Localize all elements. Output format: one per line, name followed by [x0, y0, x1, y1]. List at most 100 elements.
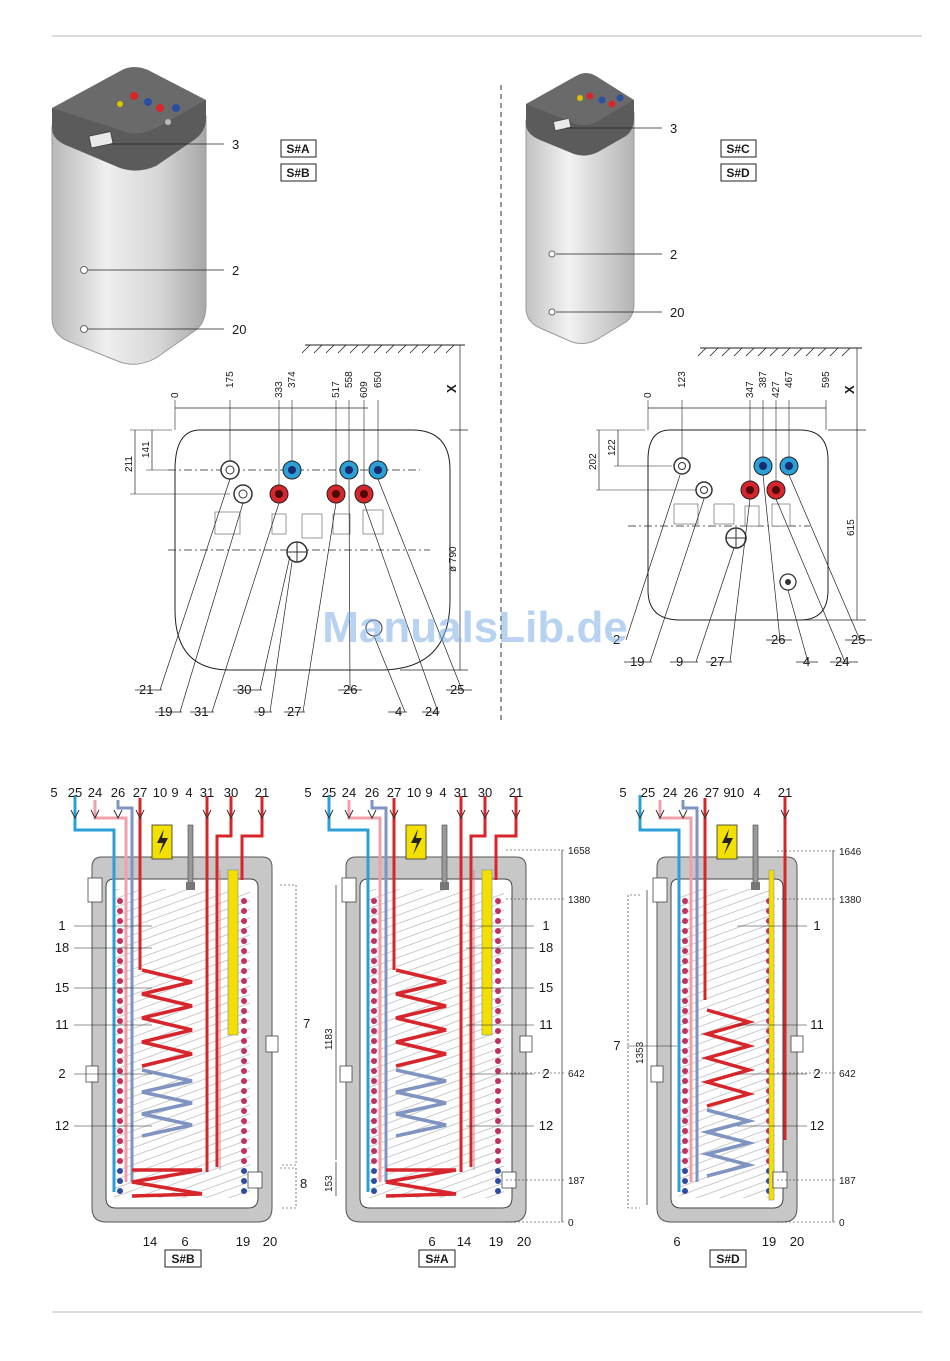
coil-dot	[241, 1158, 247, 1164]
coil-dot	[495, 948, 501, 954]
sensor-head	[440, 882, 449, 890]
coil-dot	[495, 1008, 501, 1014]
top-callout: 25	[68, 785, 82, 800]
callout-cd-19: 19	[630, 654, 644, 669]
flow-arrow	[678, 809, 688, 820]
dim-cd-123: 123	[677, 371, 688, 388]
coil-dot	[241, 1068, 247, 1074]
coil-dot	[371, 1018, 377, 1024]
pipe-cold-water	[327, 795, 370, 1192]
anode-rod	[227, 869, 239, 1036]
coil-dot	[682, 1168, 688, 1174]
callout-ab-31: 31	[194, 704, 208, 719]
coil-dot	[241, 1008, 247, 1014]
coil-dot	[495, 988, 501, 994]
side-callout: 1	[58, 918, 65, 933]
sensor-flange-right	[790, 1035, 804, 1053]
dim-ab-333: 333	[274, 381, 285, 398]
coil-dot	[371, 898, 377, 904]
callout-cd-25: 25	[851, 632, 865, 647]
label-sensor-ab: 2	[232, 263, 239, 278]
variant-tag-box	[709, 1249, 747, 1268]
bottom-callout: 19	[489, 1234, 503, 1249]
coil-bottom	[131, 1168, 203, 1198]
coil-dot	[371, 1038, 377, 1044]
top-callout: 27	[133, 785, 147, 800]
water-hatch	[368, 889, 504, 1198]
coil-dot	[495, 1018, 501, 1024]
coil-dot	[495, 978, 501, 984]
flow-arrow	[70, 809, 80, 820]
dim-cd-122: 122	[607, 439, 618, 456]
coil-dot	[117, 1168, 123, 1174]
sensor-flange-right	[265, 1035, 279, 1053]
coil-dot	[682, 978, 688, 984]
pipe-return	[681, 800, 699, 1182]
coil-lower	[700, 1108, 756, 1178]
dimension-value: 642	[839, 1069, 856, 1080]
coil-dot	[371, 1138, 377, 1144]
coil-dot	[495, 1158, 501, 1164]
variant-tag-d: S#D	[726, 166, 750, 180]
coil-dot	[495, 1068, 501, 1074]
coil-dot	[241, 1048, 247, 1054]
coil-dot	[682, 948, 688, 954]
coil-dot	[117, 1098, 123, 1104]
coil-dot	[117, 958, 123, 964]
dimension-value: 187	[839, 1176, 856, 1187]
drain-valve	[247, 1171, 263, 1189]
bottom-callout: 14	[457, 1234, 471, 1249]
coil-dot	[371, 998, 377, 1004]
coil-dot	[371, 1098, 377, 1104]
coil-dot	[682, 1008, 688, 1014]
coil-dot	[495, 908, 501, 914]
coil-dot	[371, 1058, 377, 1064]
pipe-cold-water	[638, 795, 681, 1192]
top-callout: 10	[407, 785, 421, 800]
height-cd: 615	[846, 519, 857, 536]
side-callout: 15	[55, 980, 69, 995]
pipe-30	[215, 796, 233, 1167]
top-callout: 26	[365, 785, 379, 800]
coil-dot	[241, 1148, 247, 1154]
coil-dot	[682, 938, 688, 944]
anode-rod	[481, 869, 493, 1036]
dim-cd-427: 427	[771, 381, 782, 398]
flow-arrow	[780, 809, 790, 820]
coil-dot	[682, 988, 688, 994]
coil-dot	[117, 1128, 123, 1134]
flow-arrow	[113, 809, 123, 820]
pipe-21	[240, 796, 264, 880]
side-callout: 2	[542, 1066, 549, 1081]
variant-tag-B: S#B	[171, 1252, 195, 1266]
coil-dot	[495, 1178, 501, 1184]
coil-dot	[241, 958, 247, 964]
variant-tag-c: S#C	[726, 142, 750, 156]
bracket-label-7: 7	[303, 1016, 310, 1031]
coil-dot	[371, 988, 377, 994]
coil-dot	[241, 968, 247, 974]
bracket-7-d	[627, 894, 640, 1209]
coil-dot	[241, 978, 247, 984]
coil-dot	[495, 1098, 501, 1104]
coil-dot	[241, 1018, 247, 1024]
coil-dot	[682, 1158, 688, 1164]
coil-dot	[495, 1088, 501, 1094]
coil-dot	[682, 1118, 688, 1124]
side-callout: 1	[542, 918, 549, 933]
coil-upper	[141, 968, 193, 1068]
variant-tag-A: S#A	[425, 1252, 449, 1266]
callout-cd-4: 4	[803, 654, 810, 669]
pipe-return	[370, 800, 388, 1182]
side-callout: 12	[55, 1118, 69, 1133]
flow-arrow	[135, 809, 145, 820]
coil-dot	[241, 998, 247, 1004]
coil-dot	[371, 1168, 377, 1174]
callout-ab-4: 4	[395, 704, 402, 719]
top-callout: 24	[342, 785, 356, 800]
callout-ab-19: 19	[158, 704, 172, 719]
top-bracket	[652, 877, 668, 903]
coil-dot	[682, 1138, 688, 1144]
side-callout: 7	[613, 1038, 620, 1053]
